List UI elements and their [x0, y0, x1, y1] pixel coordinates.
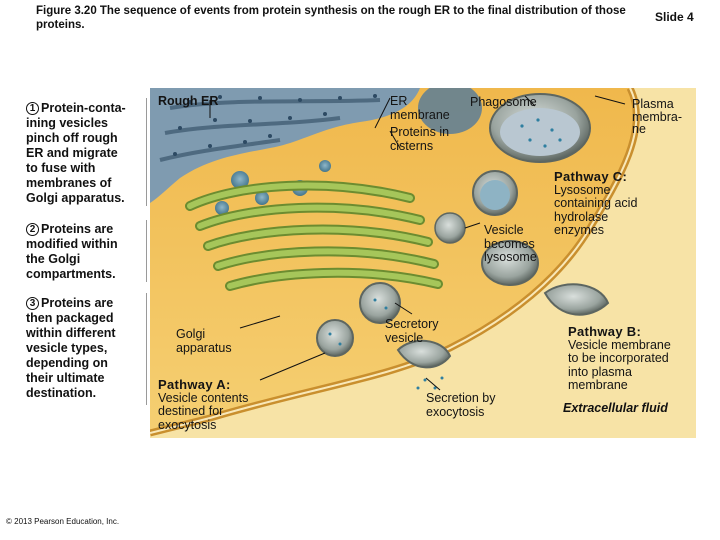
- golgi-apparatus: [185, 180, 443, 291]
- step-1-divider: [146, 98, 147, 206]
- pathway-c-text: Lysosome containing acid hydrolase enzym…: [554, 182, 638, 237]
- label-extracellular-fluid: Extracellular fluid: [563, 401, 668, 415]
- step-2-divider: [146, 220, 147, 282]
- label-phagosome: Phagosome: [470, 95, 537, 109]
- slide-number: Slide 4: [655, 10, 694, 24]
- step-3-divider: [146, 293, 147, 405]
- plasma-membrane-highlight: [150, 88, 638, 434]
- pathway-a: Pathway A: Vesicle contents destined for…: [158, 378, 248, 432]
- label-er-membrane: ER membrane: [390, 94, 450, 122]
- pathway-a-title: Pathway A:: [158, 377, 231, 392]
- label-rough-er: Rough ER: [158, 94, 219, 108]
- step-2-text: Proteins are modified within the Golgi c…: [26, 222, 118, 281]
- label-secretory-vesicle: Secretory vesicle: [385, 317, 439, 345]
- pathway-b-title: Pathway B:: [568, 324, 642, 339]
- lysosome: [434, 170, 518, 244]
- pathway-c: Pathway C: Lysosome containing acid hydr…: [554, 170, 637, 238]
- label-vesicle-becomes-lysosome: Vesicle becomes lysosome: [484, 223, 537, 264]
- phagosome: [489, 93, 591, 163]
- label-secretion-by-exocytosis: Secretion by exocytosis: [426, 391, 496, 419]
- pathway-b: Pathway B: Vesicle membrane to be incorp…: [568, 325, 671, 393]
- copyright: © 2013 Pearson Education, Inc.: [6, 517, 120, 526]
- label-golgi-apparatus: Golgi apparatus: [176, 327, 232, 355]
- pathway-b-vesicles: [481, 240, 610, 316]
- pathway-c-title: Pathway C:: [554, 169, 628, 184]
- secretory-vesicles: [316, 282, 452, 390]
- label-plasma-membrane: Plasma membra- ne: [632, 97, 683, 136]
- pathway-a-text: Vesicle contents destined for exocytosis: [158, 390, 249, 432]
- step-3-number: 3: [26, 297, 39, 310]
- figure-title: Figure 3.20 The sequence of events from …: [36, 5, 626, 31]
- step-1-number: 1: [26, 102, 39, 115]
- rough-er: [150, 88, 420, 203]
- step-1-text: Protein-conta- ining vesicles pinch off …: [26, 101, 126, 205]
- leader-lines: [209, 95, 626, 391]
- nucleus-fragment: [418, 88, 482, 134]
- cell-illustration: [150, 88, 696, 438]
- label-proteins-in-cisterns: Proteins in cisterns: [390, 125, 450, 153]
- step-2-number: 2: [26, 223, 39, 236]
- step-3-text: Proteins are then packaged within differ…: [26, 296, 116, 400]
- pathway-b-text: Vesicle membrane to be incorporated into…: [568, 337, 671, 392]
